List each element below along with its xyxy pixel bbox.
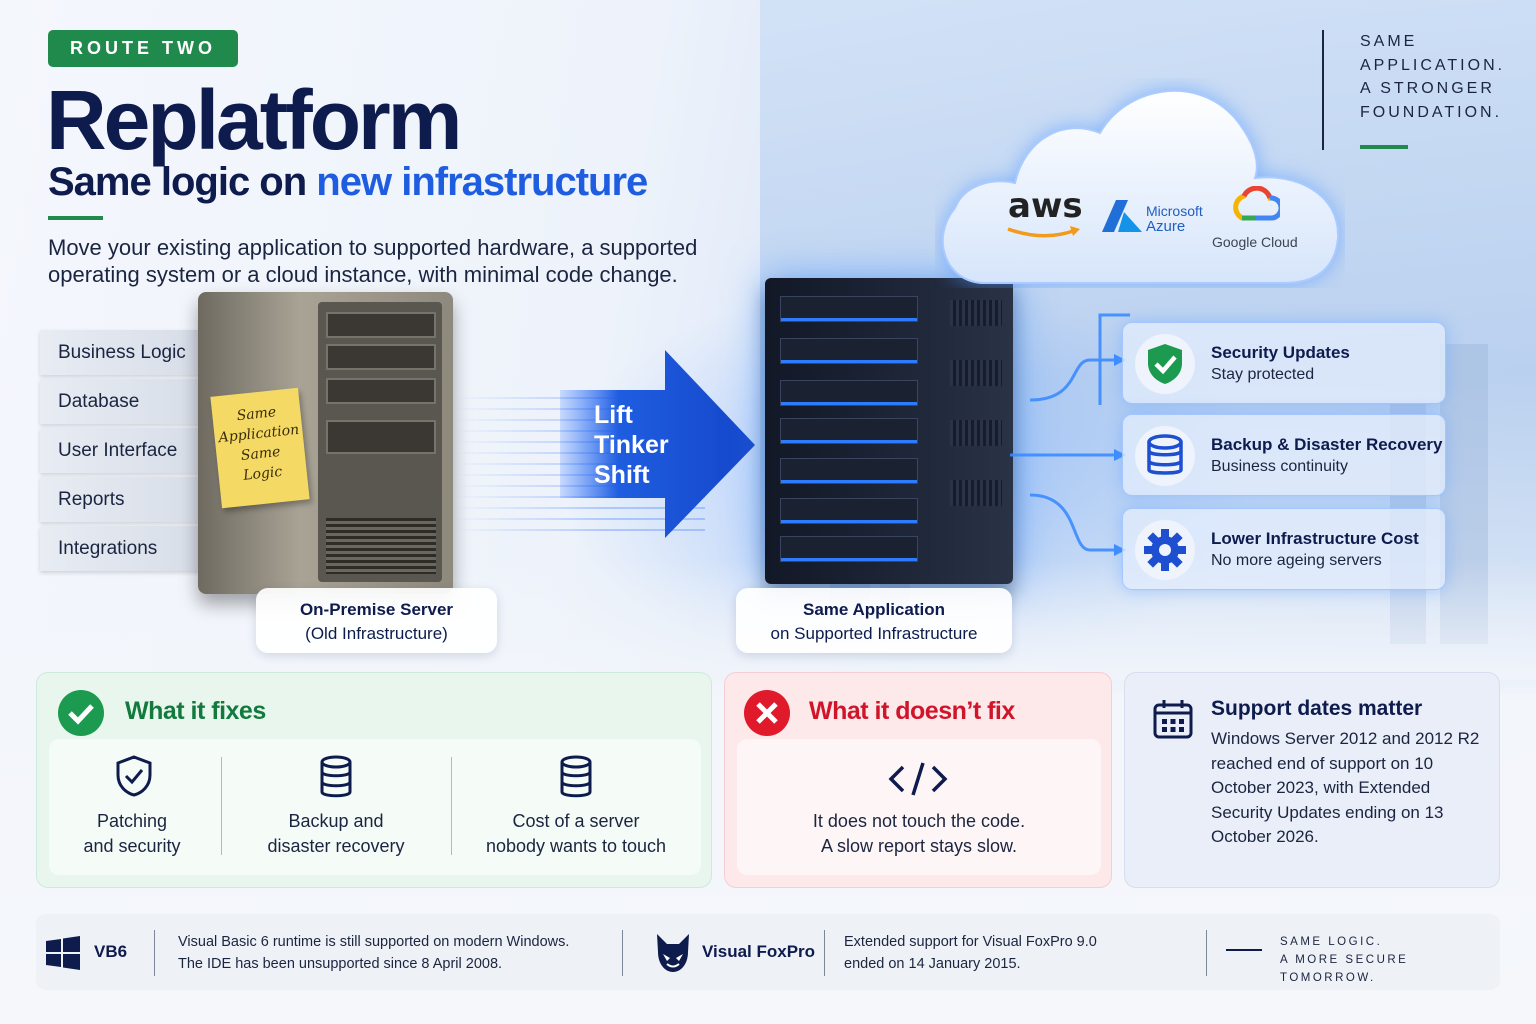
new-server-caption: Same Application on Supported Infrastruc… <box>736 588 1012 653</box>
rack-side-vent <box>950 480 1002 506</box>
application-layers: Business Logic Database User Interface R… <box>40 330 205 575</box>
layer-item: Reports <box>40 477 205 522</box>
notfix-text: It does not touch the code.A slow report… <box>812 811 1026 856</box>
server-rack-unit <box>780 458 918 484</box>
server-rack-unit <box>780 380 918 406</box>
vb6-note: Visual Basic 6 runtime is still supporte… <box>178 934 570 972</box>
drive-bay <box>326 420 436 454</box>
layer-item: Database <box>40 379 205 424</box>
cloud-shape <box>941 89 1340 284</box>
server-rack-unit <box>780 498 918 524</box>
benefit-backup-recovery: Backup & Disaster Recovery Business cont… <box>1122 414 1446 496</box>
footer-divider <box>622 930 623 976</box>
closing-tagline: SAME LOGIC.A MORE SECURE TOMORROW. <box>1280 936 1409 984</box>
title-rule <box>48 216 103 220</box>
code-icon <box>888 762 948 796</box>
drive-bay <box>326 378 436 404</box>
rack-side-vent <box>950 360 1002 386</box>
drive-bay <box>326 344 436 370</box>
footer-divider <box>824 930 825 976</box>
support-dates-card: Support dates matter Windows Server 2012… <box>1124 672 1500 888</box>
layer-item: Integrations <box>40 526 205 571</box>
support-body: Windows Server 2012 and 2012 R2 reached … <box>1211 729 1480 846</box>
fox-logo-icon <box>657 934 689 972</box>
route-badge: ROUTE TWO <box>48 30 238 67</box>
server-rack-unit <box>780 418 918 444</box>
shield-icon <box>116 755 152 797</box>
divider <box>221 757 222 855</box>
old-server-caption: On-Premise Server (Old Infrastructure) <box>256 588 497 653</box>
page-title: Replatform <box>46 73 462 167</box>
notfix-inner-panel <box>737 739 1101 875</box>
google-cloud-icon <box>1233 186 1280 221</box>
foxpro-label: Visual FoxPro <box>702 942 816 961</box>
page-subtitle: Same logic on new infrastructure <box>48 160 648 204</box>
azure-logo-icon <box>1102 200 1142 232</box>
shield-check-icon <box>1135 334 1195 394</box>
gear-icon <box>1135 520 1195 580</box>
lead-text: Move your existing application to suppor… <box>48 235 698 287</box>
x-circle-icon <box>744 690 790 736</box>
migration-arrow <box>560 350 755 538</box>
support-heading: Support dates matter <box>1211 697 1423 720</box>
server-rack-unit <box>780 536 918 562</box>
database-icon <box>1135 426 1195 486</box>
rack-side-vent <box>950 300 1002 326</box>
rack-side-vent <box>950 420 1002 446</box>
database-icon <box>320 755 352 798</box>
footer-bar: VB6 Visual Basic 6 runtime is still supp… <box>36 914 1500 990</box>
notfix-heading: What it doesn’t fix <box>809 697 1015 725</box>
fixes-inner-panel <box>49 739 701 875</box>
server-rack-unit <box>780 296 918 322</box>
windows-logo-icon <box>46 936 80 970</box>
connector-lines <box>1010 313 1130 556</box>
closing-dash <box>1226 949 1262 951</box>
drive-bay <box>326 312 436 338</box>
server-rack-unit <box>780 338 918 364</box>
check-circle-icon <box>58 690 104 736</box>
divider <box>451 757 452 855</box>
benefit-security-updates: Security Updates Stay protected <box>1122 322 1446 404</box>
layer-item: Business Logic <box>40 330 205 375</box>
fixes-heading: What it fixes <box>125 697 266 725</box>
footer-divider <box>1206 930 1207 976</box>
sticky-note: Same Application Same Logic <box>210 387 310 509</box>
benefit-lower-cost: Lower Infrastructure Cost No more ageing… <box>1122 508 1446 590</box>
arrow-words: Lift Tinker Shift <box>594 401 669 489</box>
aws-smile-icon <box>1007 226 1080 238</box>
aws-logo: aws <box>1008 186 1083 226</box>
what-it-doesnt-fix-card: What it doesn’t fix It does not touch th… <box>724 672 1112 888</box>
server-vent <box>326 518 436 574</box>
google-cloud-label: Google Cloud <box>1212 234 1298 250</box>
database-icon <box>560 755 592 798</box>
tagline: SAME APPLICATION. A STRONGER FOUNDATION. <box>1322 30 1512 150</box>
layer-item: User Interface <box>40 428 205 473</box>
footer-divider <box>154 930 155 976</box>
calendar-icon <box>1153 700 1193 739</box>
vb6-label: VB6 <box>94 942 128 961</box>
